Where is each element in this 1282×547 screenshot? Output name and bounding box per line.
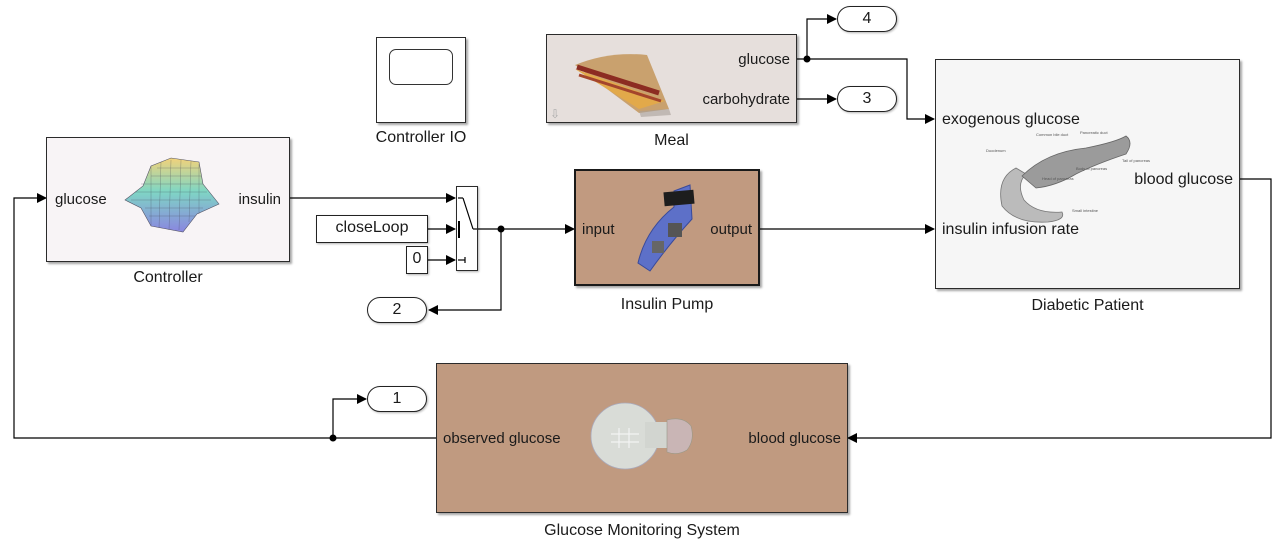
glucose-monitor-block[interactable]: observed glucose blood glucose	[436, 363, 848, 513]
outport-3[interactable]: 3	[837, 86, 897, 112]
scope-display-icon	[389, 49, 453, 85]
svg-text:Small intestine: Small intestine	[1072, 208, 1099, 213]
svg-text:Duodenum: Duodenum	[986, 148, 1006, 153]
wire-meal-glucose-to-patient	[797, 58, 935, 124]
controller-insulin-port[interactable]: insulin	[238, 191, 281, 208]
svg-text:Head of pancreas: Head of pancreas	[1042, 176, 1074, 181]
branch-point	[497, 225, 505, 233]
wire-monitor-to-out1	[332, 394, 367, 438]
controller-io-block[interactable]	[376, 37, 466, 123]
insulin-pump-output-port[interactable]: output	[710, 221, 752, 238]
controller-label: Controller	[133, 269, 203, 286]
outport-2[interactable]: 2	[367, 297, 427, 323]
surface-plot-icon	[124, 157, 220, 233]
wire-meal-glucose-to-out4	[806, 14, 837, 59]
glucose-sensor-icon	[590, 402, 693, 470]
meal-carbohydrate-port[interactable]: carbohydrate	[702, 91, 790, 108]
switch-block[interactable]	[456, 186, 478, 271]
wire-monitor-to-controller	[13, 193, 436, 439]
wire-switch-to-out2	[428, 229, 502, 315]
circuit-board-icon	[637, 184, 695, 272]
controller-glucose-port[interactable]: glucose	[55, 191, 107, 208]
svg-text:Tail of pancreas: Tail of pancreas	[1122, 158, 1150, 163]
outport-1[interactable]: 1	[367, 386, 427, 412]
monitor-observed-glucose-port[interactable]: observed glucose	[443, 430, 561, 447]
closeloop-constant[interactable]: closeLoop	[316, 215, 428, 243]
insulin-pump-block[interactable]: input output	[574, 169, 760, 286]
branch-point	[803, 55, 811, 63]
controller-io-label: Controller IO	[375, 129, 467, 146]
glucose-monitor-label: Glucose Monitoring System	[544, 522, 740, 539]
switch-icon	[458, 197, 477, 263]
controller-block[interactable]: glucose insulin	[46, 137, 290, 262]
patient-blood-glucose-port[interactable]: blood glucose	[1134, 171, 1233, 188]
patient-exogenous-glucose-port[interactable]: exogenous glucose	[942, 111, 1080, 128]
wire-patient-to-monitor	[847, 178, 1272, 443]
branch-point	[329, 434, 337, 442]
sandwich-icon	[575, 54, 671, 117]
monitor-blood-glucose-port[interactable]: blood glucose	[748, 430, 841, 447]
svg-text:Common bile duct: Common bile duct	[1036, 132, 1069, 137]
svg-text:Pancreatic duct: Pancreatic duct	[1080, 130, 1108, 135]
outport-4[interactable]: 4	[837, 6, 897, 32]
zero-constant[interactable]: 0	[406, 246, 428, 274]
svg-text:Body of pancreas: Body of pancreas	[1076, 166, 1107, 171]
meal-label: Meal	[654, 132, 689, 149]
insulin-pump-input-port[interactable]: input	[582, 221, 615, 238]
meal-block[interactable]: ⇩ glucose carbohydrate	[546, 34, 797, 123]
patient-insulin-infusion-rate-port[interactable]: insulin infusion rate	[942, 221, 1079, 238]
meal-glucose-port[interactable]: glucose	[738, 51, 790, 68]
down-arrow-icon: ⇩	[550, 107, 561, 121]
diabetic-patient-label: Diabetic Patient	[1031, 297, 1144, 314]
insulin-pump-label: Insulin Pump	[620, 296, 714, 313]
